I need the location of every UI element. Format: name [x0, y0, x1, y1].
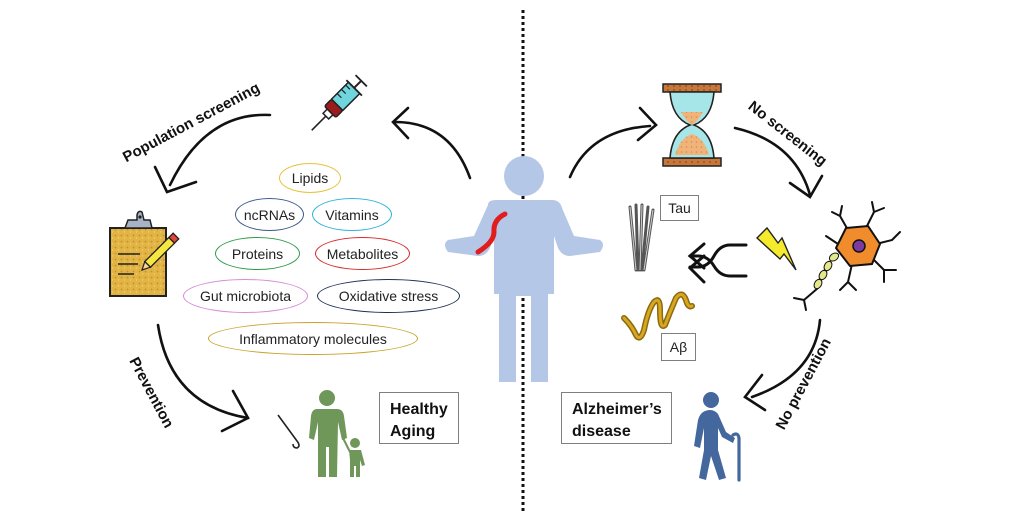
- blood-vessel-icon: [475, 211, 508, 255]
- amyloid-beta-highlight: [622, 293, 694, 340]
- biomarker-proteins: Proteins: [215, 237, 300, 270]
- biomarker-lipids: Lipids: [279, 163, 341, 193]
- prevention-arrow: [156, 323, 250, 420]
- clipboard-icon: [109, 210, 180, 297]
- biomarker-metabolites: Metabolites: [315, 237, 410, 270]
- arrow-to-syringe: [393, 120, 472, 180]
- biomarker-ncrnas: ncRNAs: [235, 198, 304, 231]
- healthy-aging-line1: Healthy: [390, 401, 448, 418]
- biomarker-inflammatory-molecules: Inflammatory molecules: [208, 322, 418, 355]
- screening-arrow: [168, 113, 272, 187]
- alzheimers-line2: disease: [572, 423, 631, 440]
- arrow-head: [636, 106, 658, 142]
- arrow-head: [788, 174, 824, 199]
- syringe-icon: [311, 74, 368, 131]
- lightning-icon: [755, 226, 797, 271]
- biomarker-vitamins: Vitamins: [312, 198, 392, 231]
- family-icon: [309, 390, 365, 477]
- no-prevention-arrow: [750, 318, 822, 399]
- hourglass-icon: [662, 83, 722, 167]
- elderly-person-icon: [694, 392, 741, 482]
- arrow-to-hourglass: [568, 124, 652, 179]
- alzheimers-disease-box: Alzheimer’s disease: [561, 392, 672, 444]
- healthy-aging-box: Healthy Aging: [379, 392, 459, 444]
- biomarker-oxidative-stress: Oxidative stress: [317, 279, 460, 313]
- tau-fibrils-highlight: [629, 204, 654, 271]
- arrow-head: [743, 373, 767, 412]
- tau-label-box: Tau: [660, 195, 699, 221]
- crossing-arrows-icon: [687, 242, 748, 284]
- neuron-icon: [793, 201, 901, 311]
- arrow-head: [153, 165, 198, 194]
- arrow-head: [220, 389, 250, 433]
- cane-icon: [277, 414, 300, 449]
- biomarker-gut-microbiota: Gut microbiota: [183, 279, 308, 313]
- healthy-aging-line2: Aging: [390, 423, 436, 440]
- alzheimers-line1: Alzheimer’s: [572, 401, 662, 418]
- arrow-head: [391, 106, 410, 140]
- abeta-label-box: Aβ: [661, 333, 696, 361]
- no-screening-arrow: [733, 126, 812, 197]
